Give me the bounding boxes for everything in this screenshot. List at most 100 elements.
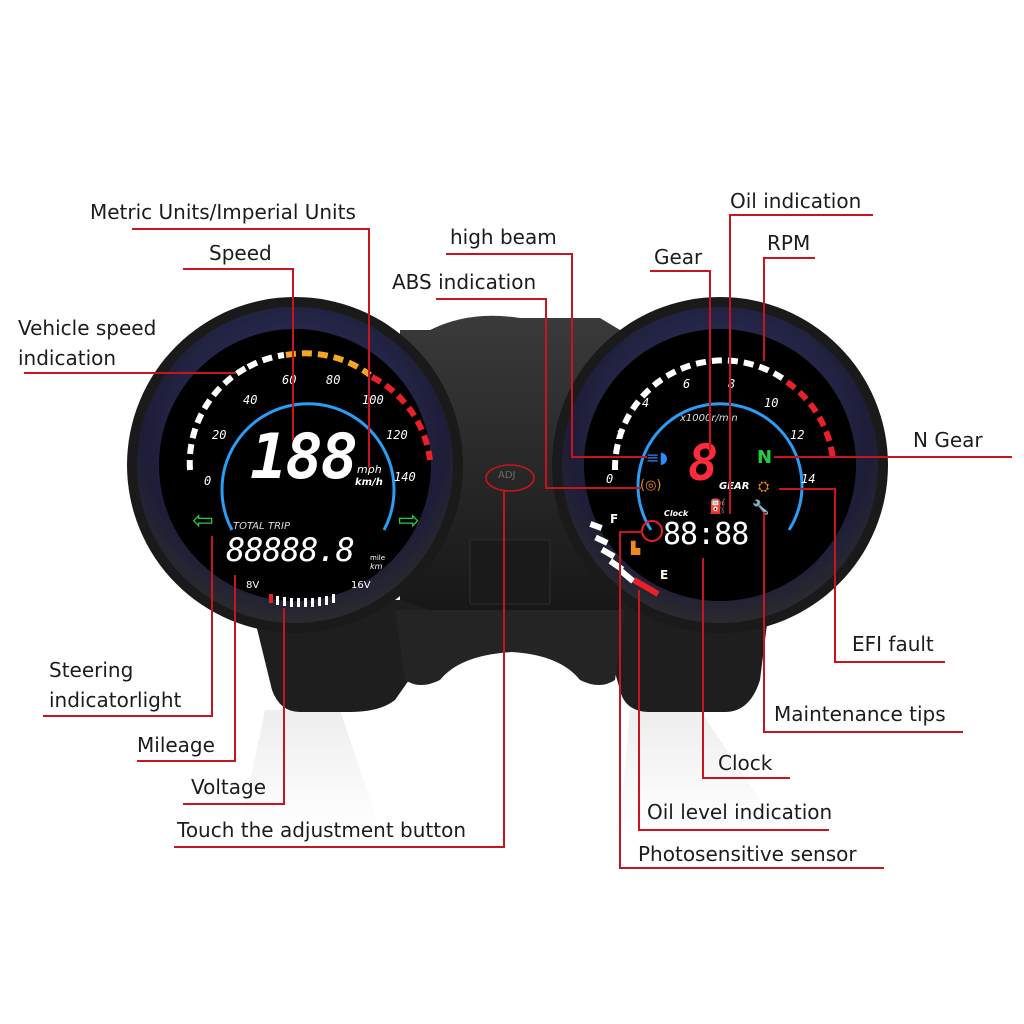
adj-button[interactable]: ADJ bbox=[498, 470, 516, 481]
callout-mileage: Mileage bbox=[137, 733, 215, 757]
leader-line bbox=[702, 558, 704, 778]
odometer-readout: 88888.8 bbox=[226, 531, 355, 569]
leader-line bbox=[638, 590, 640, 830]
leader-line bbox=[283, 608, 285, 804]
wrench-icon: 🔧 bbox=[752, 500, 770, 516]
leader-line bbox=[763, 257, 765, 361]
leader-line bbox=[446, 253, 572, 255]
leader-line bbox=[774, 456, 1012, 458]
speed-scale-140: 140 bbox=[394, 470, 416, 484]
callout-abs: ABS indication bbox=[392, 270, 537, 294]
callout-maintenance: Maintenance tips bbox=[774, 702, 946, 726]
fuel-pump-icon: ▙ bbox=[631, 541, 641, 555]
rpm-unit: x1000r/min bbox=[680, 413, 738, 426]
leader-line bbox=[763, 257, 815, 259]
speed-scale-40: 40 bbox=[243, 393, 258, 407]
callout-vehicle-speed-1: Vehicle speed bbox=[18, 316, 157, 340]
leader-line bbox=[650, 270, 711, 272]
unit-mph: mph bbox=[357, 463, 382, 476]
rpm-scale-0: 0 bbox=[606, 472, 614, 486]
gear-readout: 8 bbox=[688, 434, 719, 492]
leader-line bbox=[763, 731, 963, 733]
callout-speed: Speed bbox=[209, 241, 272, 265]
photosensor-icon bbox=[642, 521, 662, 541]
leader-line bbox=[709, 270, 711, 450]
leader-line bbox=[729, 214, 873, 216]
callout-rpm: RPM bbox=[767, 231, 811, 255]
odo-unit-mile: mile bbox=[370, 554, 386, 562]
speed-scale-80: 80 bbox=[326, 373, 341, 387]
high-beam-icon: ≡◗ bbox=[646, 448, 668, 467]
leader-line bbox=[763, 512, 765, 732]
speed-scale-20: 20 bbox=[212, 428, 227, 442]
voltage-min: 8V bbox=[246, 580, 260, 591]
leader-line bbox=[43, 715, 213, 717]
callout-photosensitive: Photosensitive sensor bbox=[638, 842, 857, 866]
leader-line bbox=[174, 846, 505, 848]
leader-line bbox=[211, 536, 213, 716]
rpm-scale-6: 6 bbox=[683, 377, 691, 391]
speed-scale-100: 100 bbox=[362, 393, 384, 407]
unit-kmh: km/h bbox=[355, 477, 383, 488]
callout-high-beam: high beam bbox=[450, 225, 557, 249]
callout-vehicle-speed-2: indication bbox=[18, 346, 117, 370]
callout-oil-indication: Oil indication bbox=[730, 189, 862, 213]
fuel-empty-label: E bbox=[660, 568, 669, 582]
leader-line bbox=[234, 575, 236, 761]
left-arrow-icon: ⇦ bbox=[192, 506, 214, 536]
leader-line bbox=[834, 488, 836, 662]
abs-icon: (◎) bbox=[640, 478, 662, 493]
callout-efi-fault: EFI fault bbox=[852, 632, 934, 656]
leader-line bbox=[638, 829, 829, 831]
leader-line bbox=[183, 268, 294, 270]
clock-readout: 88:88 bbox=[663, 517, 749, 552]
speed-scale-120: 120 bbox=[386, 428, 408, 442]
leader-line bbox=[834, 661, 945, 663]
speed-scale-0: 0 bbox=[204, 474, 212, 488]
rpm-scale-10: 10 bbox=[764, 396, 779, 410]
leader-line bbox=[729, 214, 731, 514]
callout-n-gear: N Gear bbox=[913, 428, 983, 452]
leader-line bbox=[368, 228, 370, 468]
gear-label: GEAR bbox=[719, 481, 750, 492]
rpm-scale-14: 14 bbox=[801, 472, 816, 486]
check-engine-icon: ⛭ bbox=[758, 479, 770, 495]
oil-can-icon: ⛽ bbox=[709, 499, 727, 515]
rpm-scale-2: 2 bbox=[616, 428, 624, 442]
callout-steering-1: Steering bbox=[49, 658, 134, 682]
callout-steering-2: indicatorlight bbox=[49, 688, 182, 712]
leader-line bbox=[183, 803, 285, 805]
leader-line bbox=[24, 372, 236, 374]
leader-line bbox=[503, 491, 505, 847]
leader-line bbox=[132, 228, 370, 230]
clock-label: Clock bbox=[664, 509, 689, 518]
callout-oil-level: Oil level indication bbox=[647, 800, 833, 824]
speed-readout: 188 bbox=[250, 420, 358, 493]
leader-line bbox=[571, 253, 573, 457]
rpm-scale-12: 12 bbox=[790, 428, 805, 442]
neutral-indicator: N bbox=[757, 447, 773, 468]
leader-line bbox=[779, 488, 835, 490]
odo-mode-total: TOTAL bbox=[233, 521, 265, 532]
leader-line bbox=[571, 456, 647, 458]
rpm-scale-8: 8 bbox=[728, 377, 736, 391]
voltage-max: 16V bbox=[351, 580, 371, 591]
leader-line bbox=[545, 298, 547, 488]
callout-metric-imperial: Metric Units/Imperial Units bbox=[90, 200, 356, 224]
leader-line bbox=[436, 298, 546, 300]
leader-line bbox=[545, 487, 641, 489]
callout-clock: Clock bbox=[718, 751, 773, 775]
rpm-scale-4: 4 bbox=[642, 396, 650, 410]
odo-mode-trip: TRIP bbox=[268, 521, 291, 532]
leader-line bbox=[619, 867, 884, 869]
callout-gear: Gear bbox=[654, 245, 703, 269]
leader-line bbox=[292, 268, 294, 440]
callout-adjust-button: Touch the adjustment button bbox=[177, 818, 467, 842]
leader-line bbox=[619, 531, 621, 869]
fuel-full-label: F bbox=[610, 512, 619, 526]
callout-voltage: Voltage bbox=[191, 775, 267, 799]
leader-line bbox=[620, 531, 643, 533]
right-arrow-icon: ⇨ bbox=[398, 506, 420, 536]
leader-line bbox=[137, 760, 236, 762]
